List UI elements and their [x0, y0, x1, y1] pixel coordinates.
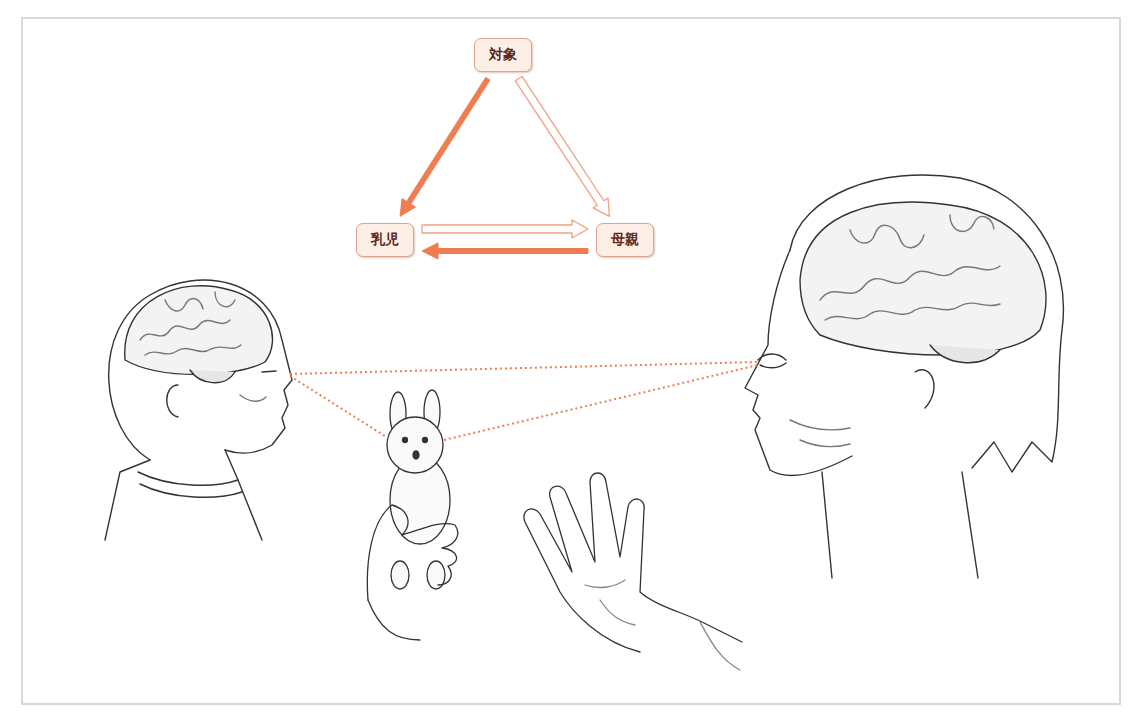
- concept-box: 乳児: [356, 223, 414, 257]
- hollow-arrow: [515, 76, 609, 216]
- node-label: 母親: [611, 231, 639, 249]
- open-hand: [524, 473, 742, 670]
- solid-arrow: [422, 243, 588, 259]
- holding-hand: [367, 505, 457, 640]
- concept-box: 母親: [596, 223, 654, 257]
- concept-box: 対象: [474, 38, 532, 72]
- bunny-toy: [387, 390, 450, 589]
- node-label: 対象: [489, 46, 517, 64]
- infant-head: [105, 280, 292, 540]
- solid-arrow: [400, 77, 490, 216]
- node-label: 乳児: [371, 231, 399, 249]
- frame: [22, 18, 1120, 704]
- gaze-lines: [290, 362, 758, 440]
- mother-head: [745, 175, 1063, 578]
- hollow-arrow: [422, 220, 588, 238]
